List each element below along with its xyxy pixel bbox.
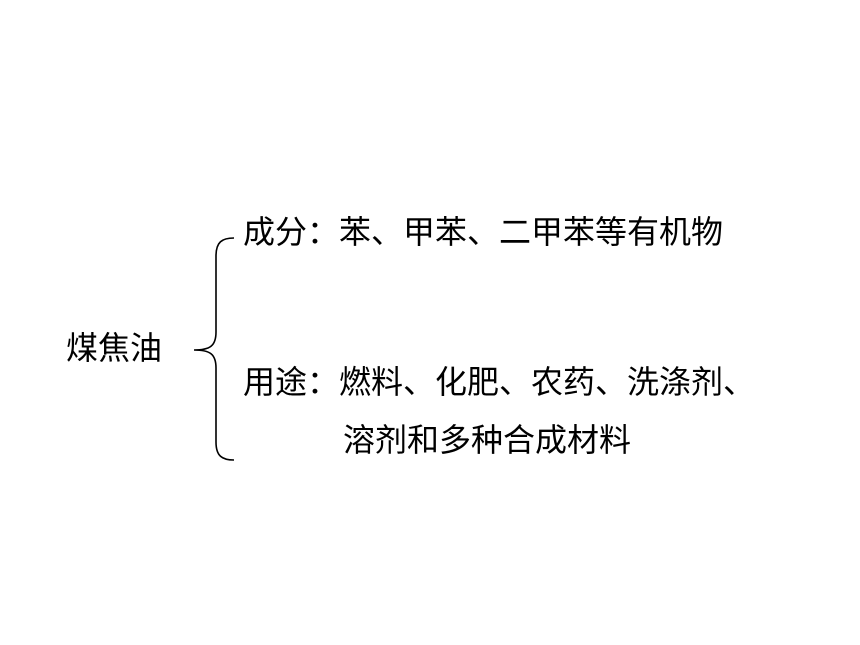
curly-brace-connector bbox=[193, 237, 235, 461]
branch-text: 苯、甲苯、二甲苯等有机物 bbox=[339, 213, 724, 251]
branch-uses-continuation: 溶剂和多种合成材料 bbox=[343, 421, 632, 459]
root-node-label: 煤焦油 bbox=[66, 329, 163, 367]
branch-text: 燃料、化肥、农药、洗涤剂、 bbox=[339, 363, 756, 401]
branch-uses: 用途：燃料、化肥、农药、洗涤剂、 bbox=[243, 362, 755, 402]
branch-label: 成分： bbox=[243, 213, 340, 251]
branch-composition: 成分：苯、甲苯、二甲苯等有机物 bbox=[243, 212, 723, 252]
branch-label: 用途： bbox=[243, 363, 340, 401]
